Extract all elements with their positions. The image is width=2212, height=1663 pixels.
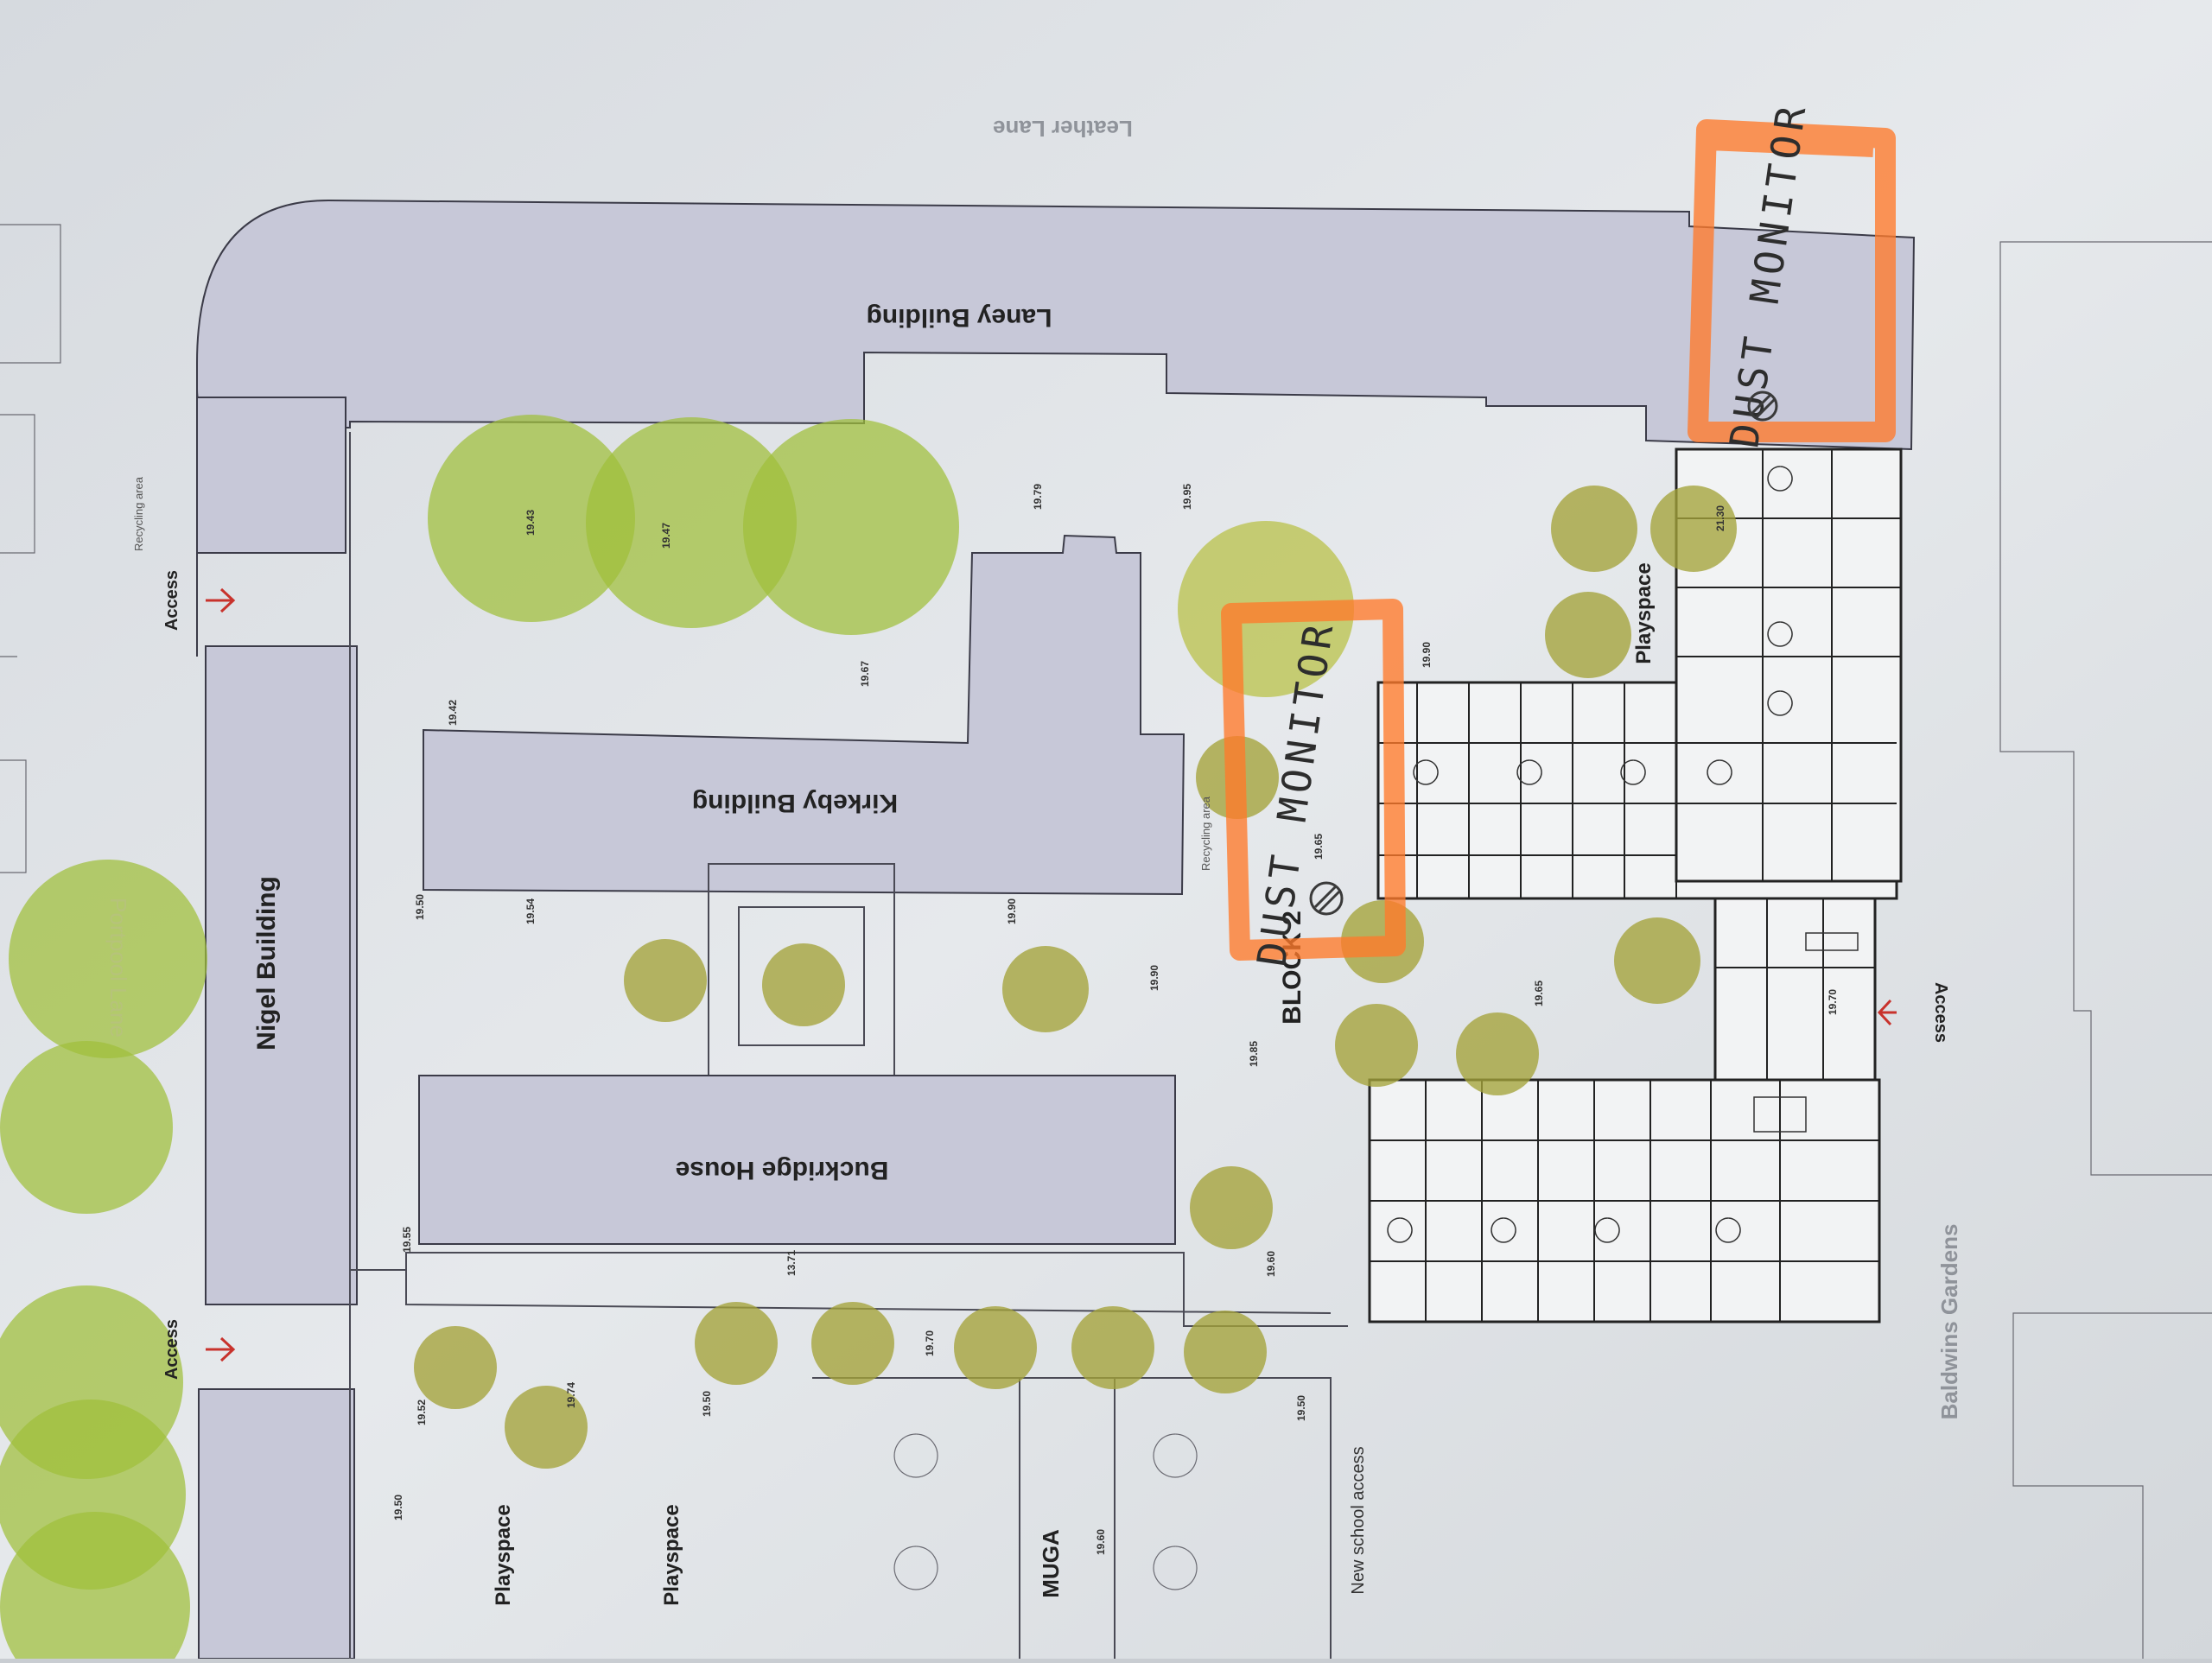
spot-level: 19.67 xyxy=(859,661,871,687)
spot-level: 19.55 xyxy=(401,1227,413,1253)
tree xyxy=(1071,1306,1154,1389)
spot-level: 19.43 xyxy=(524,510,537,536)
neighbour-outline-right xyxy=(1999,241,2212,1659)
playspace-label-west-1: Playspace xyxy=(492,1504,515,1605)
muga-label: MUGA xyxy=(1038,1529,1064,1598)
tree xyxy=(1002,946,1089,1032)
school-access-label: New school access xyxy=(1349,1446,1368,1594)
buckridge-house-label: Buckridge House xyxy=(676,1156,889,1184)
block-2-room-grid xyxy=(1370,449,1901,1322)
laney-building xyxy=(196,199,1916,657)
dust-monitor-symbol xyxy=(1747,390,1778,422)
street-label-baldwins-gardens: Baldwins Gardens xyxy=(1936,1224,1962,1420)
tree xyxy=(505,1386,588,1469)
block-2-label: BLOCK 2 xyxy=(1278,911,1306,1025)
spot-level: 19.79 xyxy=(1032,484,1044,510)
tree xyxy=(954,1306,1037,1389)
spot-level: 19.70 xyxy=(1827,989,1839,1015)
spot-level: 19.60 xyxy=(1265,1251,1277,1277)
highlight-box-block-2 xyxy=(1221,599,1406,961)
tree xyxy=(762,943,845,1026)
nigel-building-label: Nigel Building xyxy=(252,876,281,1050)
access-arrow-south: Access xyxy=(162,1319,236,1380)
spot-level: 19.70 xyxy=(924,1330,936,1356)
site-boundary xyxy=(349,432,1348,1659)
tree xyxy=(811,1302,894,1385)
kirkeby-building-label: Kirkeby Building xyxy=(692,789,898,817)
spot-level: 19.65 xyxy=(1533,981,1545,1006)
tree xyxy=(414,1326,497,1409)
spot-level: 19.50 xyxy=(414,894,426,920)
south-west-building xyxy=(198,1388,355,1660)
spot-level: 19.42 xyxy=(447,700,459,726)
spot-level: 19.95 xyxy=(1181,484,1193,510)
street-label-portpool-lane: Portpool Lane xyxy=(105,898,131,1038)
spot-level: 21.30 xyxy=(1714,505,1726,531)
tree xyxy=(1650,486,1737,572)
laney-building-west-arm xyxy=(196,397,346,554)
tree xyxy=(0,1512,190,1663)
tree xyxy=(586,417,797,628)
tree xyxy=(743,419,959,635)
laney-building-label: Laney Building xyxy=(866,303,1052,332)
trees-large xyxy=(0,415,1354,1663)
spot-level: 19.65 xyxy=(1313,834,1325,860)
access-label: Access xyxy=(162,570,181,631)
tree xyxy=(428,415,635,622)
kirkeby-building xyxy=(423,534,1185,896)
spot-level: 19.90 xyxy=(1421,642,1433,668)
access-arrow-icon xyxy=(206,587,236,613)
street-label-leather-lane: Leather Lane xyxy=(993,116,1133,142)
highlight-stroke xyxy=(1688,119,1896,442)
tree xyxy=(1614,917,1700,1004)
spot-level: 19.85 xyxy=(1248,1041,1260,1067)
spot-level: 19.54 xyxy=(524,898,537,924)
neighbour-outline-left xyxy=(0,224,61,873)
spot-level: 13.71 xyxy=(785,1250,798,1276)
tree xyxy=(1551,486,1637,572)
block-2-fixtures xyxy=(1387,466,1859,1243)
spot-level: 19.50 xyxy=(392,1495,404,1520)
access-arrow-east: Access xyxy=(1877,982,1950,1043)
spot-level: 19.60 xyxy=(1095,1529,1107,1555)
block-2-core xyxy=(1713,897,1877,1082)
tree xyxy=(1456,1012,1539,1095)
highlight-stroke xyxy=(1221,599,1406,961)
dust-monitor-symbol xyxy=(1309,881,1344,916)
tree xyxy=(1545,592,1631,678)
spot-level: 19.47 xyxy=(660,523,672,549)
access-label: Access xyxy=(162,1319,181,1380)
tree xyxy=(0,1041,173,1214)
access-arrow-icon xyxy=(206,1336,236,1362)
access-label: Access xyxy=(1931,982,1950,1043)
recycling-label-block: Recycling area xyxy=(1199,796,1212,871)
spot-level: 19.90 xyxy=(1006,898,1018,924)
access-arrow-north: Access xyxy=(162,570,236,631)
muga-circles xyxy=(893,1433,1198,1590)
tree xyxy=(695,1302,778,1385)
playspace-label-west-2: Playspace xyxy=(660,1504,683,1605)
playspace-label-east: Playspace xyxy=(1632,562,1656,663)
block-2-floorplan xyxy=(1368,447,1903,1323)
tree xyxy=(1184,1311,1267,1393)
dust-monitor-hatch xyxy=(1751,392,1777,420)
highlight-box-laney xyxy=(1688,119,1896,442)
tree xyxy=(1335,1004,1418,1087)
spot-level: 19.50 xyxy=(1295,1395,1307,1421)
spot-level: 19.52 xyxy=(416,1400,428,1425)
spot-level: 19.90 xyxy=(1148,965,1160,991)
recycling-label-west: Recycling area xyxy=(132,476,145,551)
tree xyxy=(624,939,707,1022)
spot-level: 19.74 xyxy=(565,1382,577,1408)
spot-levels: 19.79 19.95 19.42 19.67 19.50 19.54 19.9… xyxy=(392,484,1839,1555)
access-arrow-icon xyxy=(1877,999,1897,1026)
tree xyxy=(1190,1166,1273,1249)
nigel-building xyxy=(205,645,358,1305)
tree xyxy=(9,860,207,1058)
spot-level: 19.50 xyxy=(701,1391,713,1417)
dust-monitor-hatch xyxy=(1313,885,1341,914)
buckridge-house xyxy=(418,1075,1176,1245)
